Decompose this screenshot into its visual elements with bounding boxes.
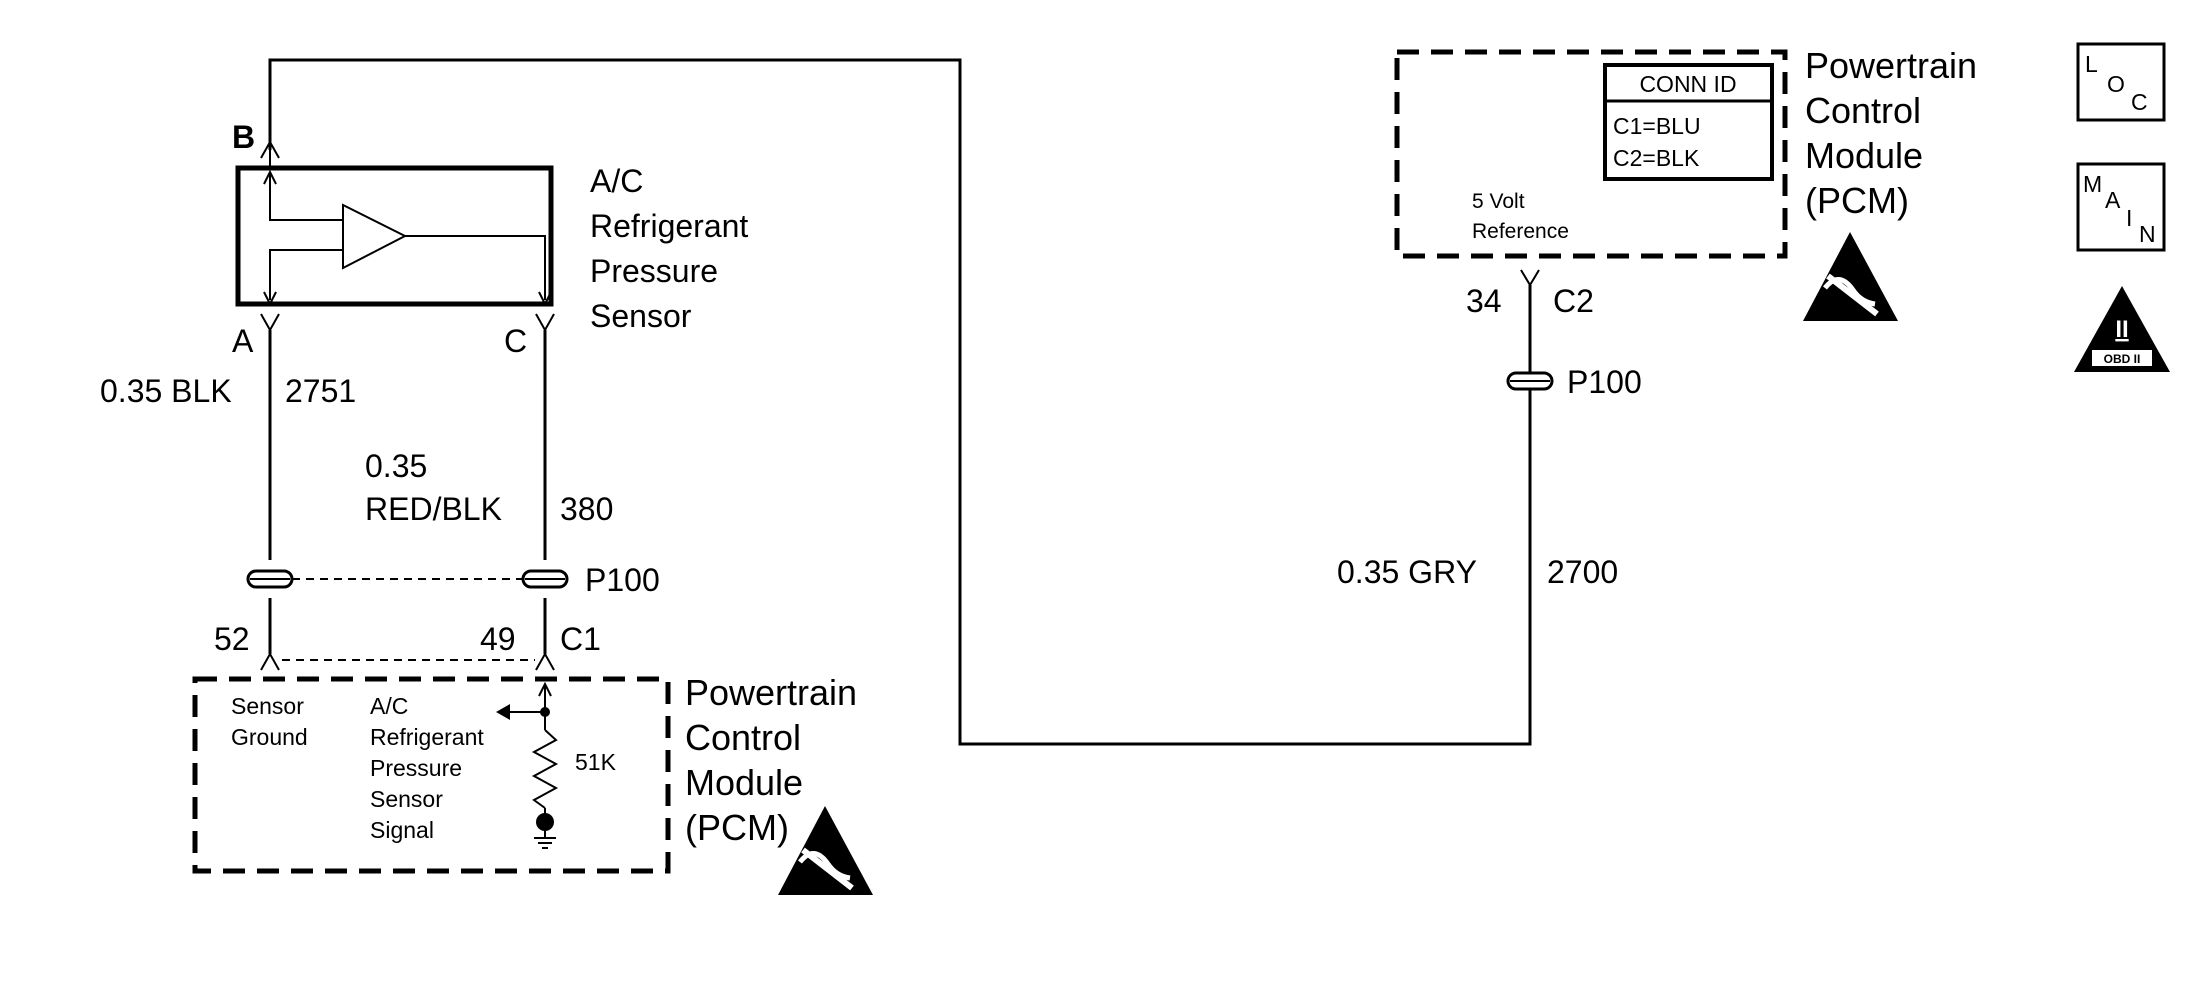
amplifier-symbol — [342, 203, 408, 270]
pcm-upper-name-line-2: Control — [1805, 90, 1921, 131]
signal-line-1: A/C — [370, 693, 408, 719]
svg-text:A: A — [2105, 187, 2121, 213]
sensor-name-line-3: Pressure — [590, 253, 718, 289]
pin-b-label: B — [232, 119, 255, 155]
sensor-name-line-1: A/C — [590, 163, 643, 199]
pin-34-label: 34 — [1466, 283, 1502, 319]
ref-line-1: 5 Volt — [1472, 190, 1525, 213]
splice-p100-left — [246, 569, 569, 589]
sensor-ground-line-2: Ground — [231, 724, 308, 750]
wire-5v-reference — [268, 58, 1532, 746]
svg-text:I: I — [2126, 205, 2132, 231]
connector-c2-label: C2 — [1553, 283, 1594, 319]
signal-line-5: Signal — [370, 817, 434, 843]
splice-p100-right — [1506, 371, 1554, 391]
svg-text:OBD II: OBD II — [2104, 352, 2141, 366]
resistor-label: 51K — [575, 749, 617, 775]
sensor-name-line-2: Refrigerant — [590, 208, 748, 244]
wire-380-color: RED/BLK — [365, 491, 502, 527]
sensor-ground-line-1: Sensor — [231, 693, 304, 719]
svg-text:II: II — [2115, 316, 2128, 343]
wire-2751-circuit: 2751 — [285, 373, 356, 409]
obd-ii-badge: II OBD II — [2074, 286, 2170, 372]
wire-380-size: 0.35 — [365, 448, 427, 484]
ac-refrigerant-pressure-sensor — [235, 139, 555, 333]
esd-warning-icon — [778, 806, 873, 895]
pin-a-label: A — [232, 323, 254, 359]
svg-text:M: M — [2083, 171, 2102, 197]
pcm-lower-name-line-1: Powertrain — [685, 672, 857, 713]
wire-2700-size-color: 0.35 GRY — [1337, 554, 1477, 590]
svg-text:C: C — [2131, 89, 2148, 115]
pcm-lower-name-line-2: Control — [685, 717, 801, 758]
wire-2700-circuit: 2700 — [1547, 554, 1618, 590]
pin-49-label: 49 — [480, 621, 516, 657]
wire-2751-size-color: 0.35 BLK — [100, 373, 232, 409]
conn-id-table — [1603, 63, 1774, 181]
conn-id-title: CONN ID — [1639, 71, 1736, 97]
splice-p100-left-label: P100 — [585, 562, 660, 598]
conn-id-c1: C1=BLU — [1613, 113, 1701, 139]
conn-id-c2: C2=BLK — [1613, 145, 1700, 171]
signal-line-4: Sensor — [370, 786, 443, 812]
pin-c-label: C — [504, 323, 527, 359]
pcm-upper-name-line-1: Powertrain — [1805, 45, 1977, 86]
sensor-name-line-4: Sensor — [590, 298, 692, 334]
pcm-upper-name-line-4: (PCM) — [1805, 180, 1909, 221]
resistor-51k-symbol — [531, 729, 559, 809]
splice-p100-right-label: P100 — [1567, 364, 1642, 400]
esd-warning-icon — [1803, 232, 1898, 321]
connector-c1-label: C1 — [560, 621, 601, 657]
svg-text:O: O — [2107, 71, 2125, 97]
pcm-lower-name-line-3: Module — [685, 762, 803, 803]
pcm-upper-name-line-3: Module — [1805, 135, 1923, 176]
main-badge: M A I N — [2076, 162, 2166, 252]
pcm-lower-name-line-4: (PCM) — [685, 807, 789, 848]
pcm-lower-box — [192, 676, 671, 874]
ref-line-2: Reference — [1472, 220, 1569, 243]
signal-circuit — [496, 681, 559, 849]
wire-380-circuit: 380 — [560, 491, 613, 527]
pcm-upper-box — [1394, 49, 1788, 259]
pin-52-label: 52 — [214, 621, 250, 657]
loc-badge: L O C — [2076, 42, 2166, 122]
signal-line-2: Refrigerant — [370, 724, 484, 750]
svg-text:L: L — [2085, 51, 2098, 77]
svg-text:N: N — [2139, 221, 2156, 247]
signal-line-3: Pressure — [370, 755, 462, 781]
